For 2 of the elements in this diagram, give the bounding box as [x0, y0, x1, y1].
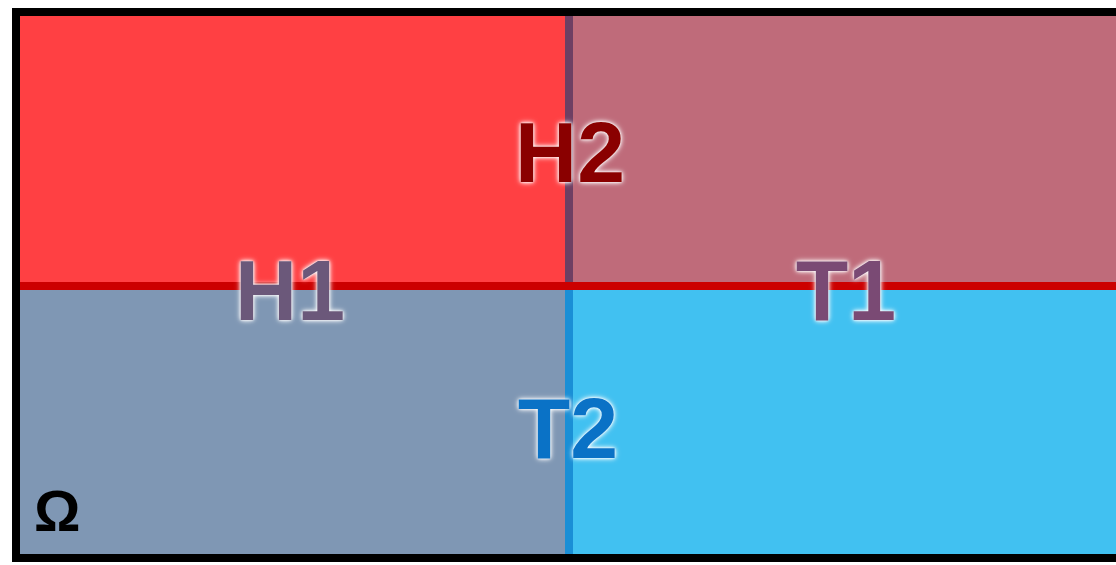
region-label: H2: [515, 109, 625, 195]
domain-label: Ω: [34, 482, 81, 540]
